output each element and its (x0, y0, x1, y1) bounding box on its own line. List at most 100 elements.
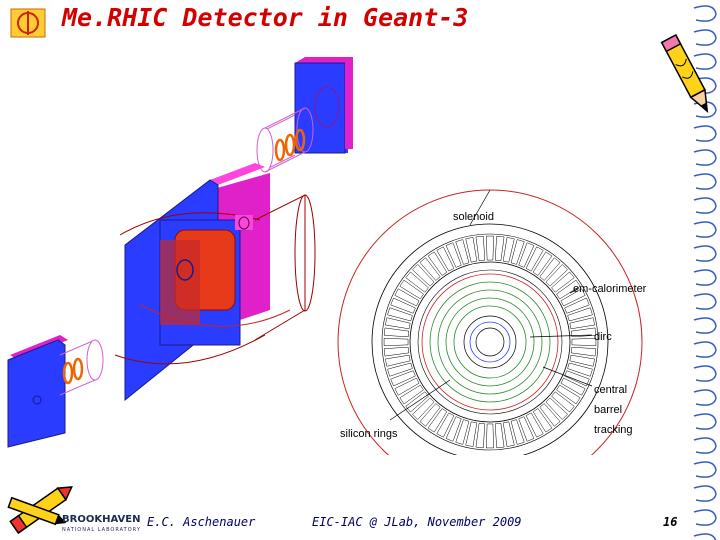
spiral-ring (693, 149, 717, 166)
spiral-ring (693, 53, 717, 70)
calorimeter-tower (502, 421, 515, 447)
calorimeter-tower (525, 246, 544, 272)
spiral-ring (693, 29, 717, 46)
calorimeter-tower (556, 279, 581, 300)
calorimeter-tower (475, 423, 486, 449)
calorimeter-tower (532, 408, 553, 433)
calorimeter-tower (510, 239, 525, 265)
calorimeter-tower (569, 317, 595, 330)
spiral-ring (693, 293, 717, 310)
pencil-icon (660, 34, 709, 113)
spiral-ring (693, 413, 717, 430)
calorimeter-tower (387, 307, 413, 322)
calorimeter-tower (486, 235, 494, 261)
spiral-ring (693, 509, 717, 526)
calorimeter-tower (419, 403, 441, 427)
calorimeter-tower (465, 421, 478, 447)
calorimeter-tower (399, 384, 424, 405)
spiral-ring (693, 389, 717, 406)
calorimeter-tower (539, 257, 561, 281)
calorimeter-tower (571, 346, 597, 357)
calorimeter-tower (556, 384, 581, 405)
calorimeter-tower (436, 246, 455, 272)
calorimeter-tower (560, 288, 586, 307)
calorimeter-tower (567, 307, 593, 322)
label-silicon-rings: silicon rings (340, 428, 398, 440)
calorimeter-tower (427, 251, 448, 276)
calorimeter-tower (571, 338, 597, 346)
calorimeter-tower (436, 412, 455, 438)
spiral-ring (693, 317, 717, 334)
slide-title: Me.RHIC Detector in Geant-3 (62, 3, 469, 32)
spiral-ring (693, 437, 717, 454)
calorimeter-tower (383, 327, 409, 338)
spiral-ring (693, 461, 717, 478)
forward-endcap (256, 57, 353, 173)
label-barrel: barrel (594, 404, 622, 416)
calorimeter-tower (385, 317, 411, 330)
calorimeter-tower (551, 391, 575, 413)
calorimeter-tower (399, 279, 424, 300)
calorimeter-tower (518, 242, 535, 268)
spiral-ring (693, 485, 717, 502)
spiral-binding-icon (693, 5, 717, 540)
calorimeter-tower (486, 423, 494, 449)
calorimeter-tower (412, 264, 435, 287)
calorimeter-tower (394, 377, 420, 396)
calorimeter-tower (571, 327, 597, 338)
calorimeter-tower (567, 362, 593, 377)
calorimeter-tower (551, 271, 575, 293)
detector-3d-rendering (7, 57, 353, 448)
calorimeter-tower (405, 391, 429, 413)
label-em-calorimeter: em-calorimeter (573, 283, 647, 295)
spiral-ring (693, 533, 717, 540)
spiral-ring (693, 269, 717, 286)
lab-name: BROOKHAVEN (62, 514, 141, 525)
calorimeter-tower (390, 297, 416, 314)
calorimeter-tower (387, 362, 413, 377)
calorimeter-tower (545, 264, 568, 287)
calorimeter-tower (390, 370, 416, 387)
calorimeter-tower (445, 242, 462, 268)
calorimeter-tower (539, 403, 561, 427)
calorimeter-tower (518, 416, 535, 442)
calorimeter-tower (502, 237, 515, 263)
calorimeter-tower (455, 239, 470, 265)
calorimeter-tower (545, 397, 568, 420)
calorimeter-tower (525, 412, 544, 438)
calorimeter-tower (405, 271, 429, 293)
spiral-ring (693, 365, 717, 382)
calorimeter-tower (394, 288, 420, 307)
calorimeter-tower (385, 354, 411, 367)
footer-event: EIC-IAC @ JLab, November 2009 (312, 515, 522, 529)
calorimeter-tower (412, 397, 435, 420)
lab-subtitle: NATIONAL LABORATORY (62, 527, 141, 533)
detector-cross-section: solenoid em-calorimeter dirc central bar… (337, 189, 647, 455)
calorimeter-tower (569, 354, 595, 367)
spiral-ring (693, 197, 717, 214)
page-number: 16 (663, 515, 678, 529)
calorimeter-tower (532, 251, 553, 276)
spiral-ring (693, 173, 717, 190)
spiral-ring (693, 5, 717, 22)
calorimeter-tower (465, 237, 478, 263)
calorimeter-tower (494, 235, 505, 261)
spiral-ring (693, 221, 717, 238)
calorimeter-tower (383, 346, 409, 357)
label-tracking: tracking (594, 424, 633, 436)
calorimeter-tower (494, 423, 505, 449)
crayon-icon (7, 486, 73, 534)
bnl-logo-icon (10, 8, 46, 38)
calorimeter-tower (564, 370, 590, 387)
calorimeter-tower (427, 408, 448, 433)
spiral-ring (693, 125, 717, 142)
calorimeter-tower (475, 235, 486, 261)
calorimeter-tower (383, 338, 409, 346)
calorimeter-tower (510, 419, 525, 445)
lab-logo: BROOKHAVEN NATIONAL LABORATORY (62, 515, 141, 535)
label-central: central (594, 384, 627, 396)
calorimeter-tower (445, 416, 462, 442)
calorimeter-tower (419, 257, 441, 281)
label-solenoid: solenoid (453, 211, 494, 223)
calorimeter-tower (455, 419, 470, 445)
